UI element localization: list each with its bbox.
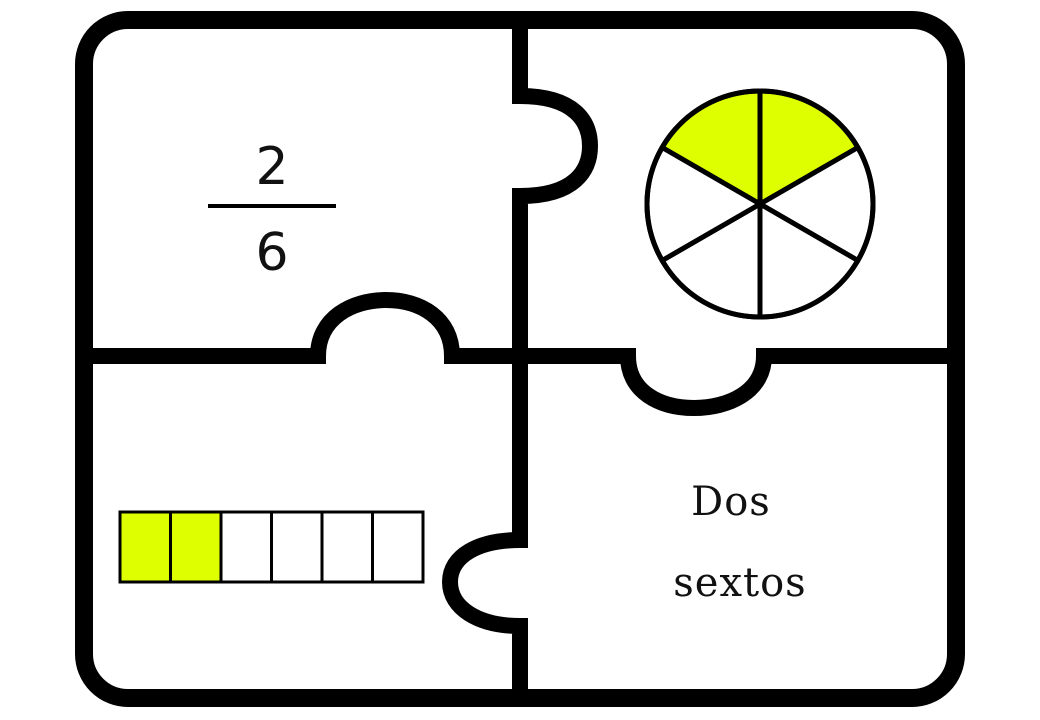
fraction-word-line-1: Dos [691,479,771,525]
fraction-word-line-2: sextos [673,560,806,606]
bar-cell-empty [270,510,324,584]
divider-vertical-top [512,20,599,356]
fraction-number-piece: 2 6 [208,137,336,283]
fraction-words-piece: Dos sextos [673,479,806,606]
bar-cell-empty [219,510,273,584]
bar-cell-shaded [169,510,223,584]
divider-vertical-bottom [441,356,528,698]
divider-horizontal-left [92,291,520,364]
bar-cell-empty [320,510,374,584]
fraction-denominator: 6 [255,223,288,283]
pie-outline [644,88,876,320]
bar-fraction-piece [118,510,425,584]
divider-horizontal-right [520,348,948,417]
bar-cell-shaded [118,510,172,584]
fraction-numerator: 2 [255,137,288,197]
pie-fraction-piece [644,88,876,320]
bar-cell-empty [371,510,425,584]
